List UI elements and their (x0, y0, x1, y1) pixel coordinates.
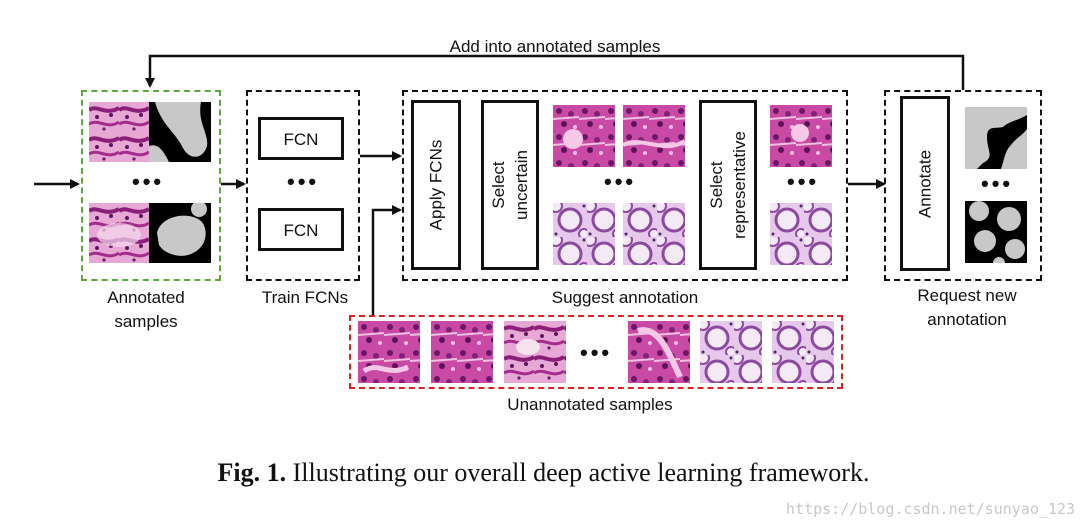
suggest-label: Suggest annotation (551, 288, 699, 307)
annotated-ellipsis: ••• (132, 169, 165, 194)
unannotated-samples-box (349, 315, 843, 389)
suggest-image-1 (553, 105, 615, 167)
train-label: Train FCNs (261, 288, 349, 307)
suggest-image-3 (553, 203, 615, 265)
fcn-label-bottom: FCN (283, 221, 319, 240)
apply-fcns-block: Apply FCNs (411, 100, 461, 270)
suggest-image-6 (770, 203, 832, 265)
annotated-mask-1 (149, 102, 211, 162)
watermark-url: https://blog.csdn.net/sunyao_123 (786, 500, 1075, 518)
figure-caption: Fig. 1. Illustrating our overall deep ac… (0, 458, 1087, 488)
caption-fig-number: Fig. 1. (217, 458, 287, 487)
request-mask-2 (965, 201, 1027, 263)
apply-fcns-label: Apply FCNs (426, 139, 446, 231)
select-uncertain-block: Select uncertain (481, 100, 539, 270)
feedback-arrow (145, 54, 965, 90)
annotated-label-line2: samples (114, 312, 178, 331)
request-label-line2: annotation (927, 310, 1007, 329)
unannotated-image-3 (504, 321, 566, 383)
annotated-image-2 (89, 203, 149, 263)
select-uncertain-line2: uncertain (512, 150, 531, 220)
fcn-label-top: FCN (283, 130, 319, 149)
fcn-block-bottom: FCN (258, 208, 344, 251)
unannotated-image-6 (772, 321, 834, 383)
select-representative-line2: representative (730, 131, 749, 239)
unannotated-ellipsis: ••• (580, 340, 613, 365)
request-annotation-box (884, 90, 1042, 281)
caption-text: Illustrating our overall deep active lea… (292, 458, 870, 487)
suggest-annotation-box (402, 90, 848, 281)
feedback-label: Add into annotated samples (449, 37, 661, 56)
annotate-block: Annotate (900, 96, 950, 271)
annotate-label: Annotate (915, 149, 935, 218)
request-label-line1: Request new (917, 286, 1017, 305)
select-uncertain-line1: Select (489, 161, 508, 209)
annotated-label-line1: Annotated (107, 288, 185, 307)
suggest-image-4 (623, 203, 685, 265)
unannotated-image-2 (431, 321, 493, 383)
select-representative-label: Select representative (705, 131, 751, 239)
annotated-mask-2 (149, 203, 211, 263)
select-representative-line1: Select (707, 161, 726, 209)
fcn-block-top: FCN (258, 117, 344, 160)
suggest-ellipsis-2: ••• (787, 169, 820, 194)
suggest-image-2 (623, 105, 685, 167)
unannotated-image-4 (628, 321, 690, 383)
annotated-samples-box (81, 90, 221, 281)
suggest-ellipsis-1: ••• (604, 169, 637, 194)
select-representative-block: Select representative (699, 100, 757, 270)
annotated-image-1 (89, 102, 149, 162)
train-fcns-box (246, 90, 360, 281)
unannotated-image-5 (700, 321, 762, 383)
request-mask-1 (965, 107, 1027, 169)
train-ellipsis: ••• (287, 169, 320, 194)
unannotated-image-1 (358, 321, 420, 383)
unannotated-label: Unannotated samples (507, 395, 673, 414)
suggest-image-5 (770, 105, 832, 167)
select-uncertain-label: Select uncertain (487, 150, 533, 220)
unannotated-arrow (371, 205, 402, 315)
request-ellipsis: ••• (981, 171, 1014, 196)
